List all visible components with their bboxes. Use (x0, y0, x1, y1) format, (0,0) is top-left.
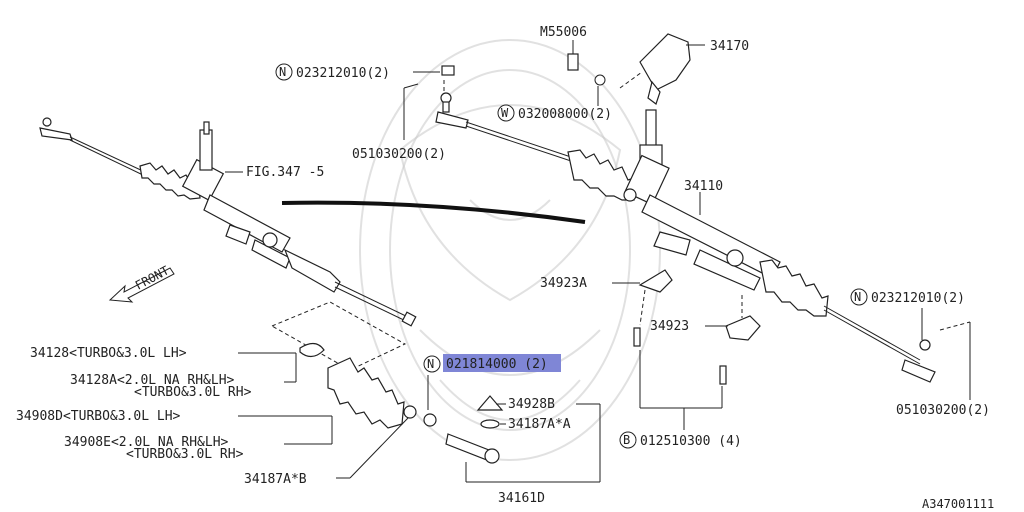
svg-text:B: B (623, 433, 630, 447)
label-051030200-top[interactable]: 051030200(2) (352, 147, 446, 162)
diagram-id: A347001111 (922, 497, 994, 511)
label-032008000[interactable]: 032008000(2) (518, 107, 612, 122)
marker-b: B (619, 431, 637, 449)
label-012510300[interactable]: 012510300 (4) (640, 434, 742, 449)
label-023212010-top[interactable]: 023212010(2) (296, 66, 390, 81)
label-34923[interactable]: 34923 (650, 319, 689, 334)
label-34908D[interactable]: 34908D<TURBO&3.0L LH> (16, 409, 181, 424)
label-34128A-b: <TURBO&3.0L RH> (134, 385, 252, 400)
label-fig347[interactable]: FIG.347 -5 (246, 165, 324, 180)
label-34170[interactable]: 34170 (710, 39, 749, 54)
label-34928B[interactable]: 34928B (508, 397, 555, 412)
marker-n-021814000: N (423, 355, 441, 373)
label-34128[interactable]: 34128<TURBO&3.0L LH> (30, 346, 187, 361)
highlight-021814000 (443, 354, 561, 372)
watermark-emblem (359, 39, 661, 461)
label-021814000[interactable]: 021814000 (2) (446, 357, 548, 372)
label-051030200-right[interactable]: 051030200(2) (896, 403, 990, 418)
svg-text:N: N (427, 357, 434, 371)
right-rack-assembly (270, 33, 971, 464)
label-34128A-a[interactable]: 34128A<2.0L NA RH&LH> (70, 373, 235, 388)
label-023212010-right[interactable]: 023212010(2) (871, 291, 965, 306)
marker-n-top: N (275, 63, 293, 81)
svg-text:N: N (279, 65, 286, 79)
svg-text:N: N (854, 290, 861, 304)
label-34110[interactable]: 34110 (684, 179, 723, 194)
marker-n-right: N (850, 288, 868, 306)
left-rack-assembly (39, 117, 417, 327)
label-34908E-a[interactable]: 34908E<2.0L NA RH&LH> (64, 435, 229, 450)
label-m55006[interactable]: M55006 (540, 25, 587, 40)
label-34908E-b: <TURBO&3.0L RH> (126, 447, 244, 462)
label-34187AA[interactable]: 34187A*A (508, 417, 571, 432)
label-34923A[interactable]: 34923A (540, 276, 587, 291)
label-34161D[interactable]: 34161D (498, 491, 545, 506)
svg-text:W: W (501, 106, 509, 120)
label-front: FRONT (133, 263, 171, 292)
label-34187AB[interactable]: 34187A*B (244, 472, 307, 487)
marker-w: W (497, 104, 515, 122)
front-arrow-icon (108, 267, 175, 303)
